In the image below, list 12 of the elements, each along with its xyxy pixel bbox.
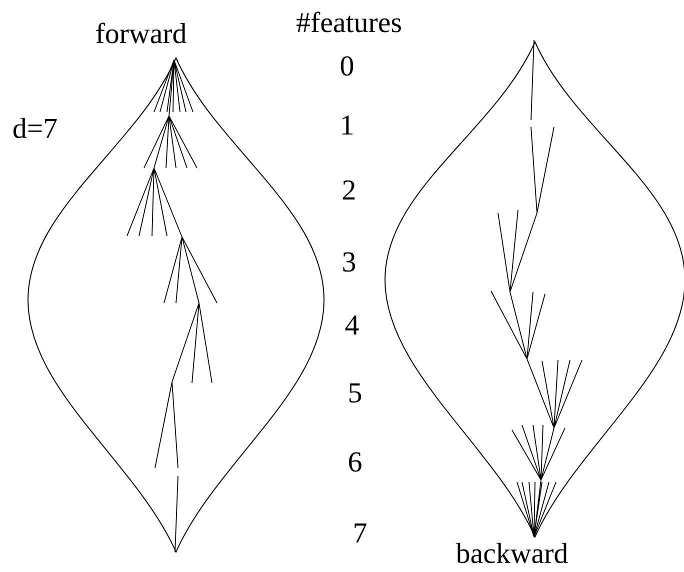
node-label: forward [96,22,186,44]
node-label: backward [456,542,568,564]
count-label: 1 [342,115,352,135]
axis-title: #features [296,12,401,32]
count-label: 3 [343,252,356,272]
dimension-label: d=7 [13,118,57,138]
count-label: 6 [349,452,362,472]
count-label: 0 [340,56,354,76]
count-label: 7 [354,524,366,542]
count-label: 5 [349,383,362,403]
count-label: 2 [343,180,355,200]
count-label: 4 [345,315,359,334]
